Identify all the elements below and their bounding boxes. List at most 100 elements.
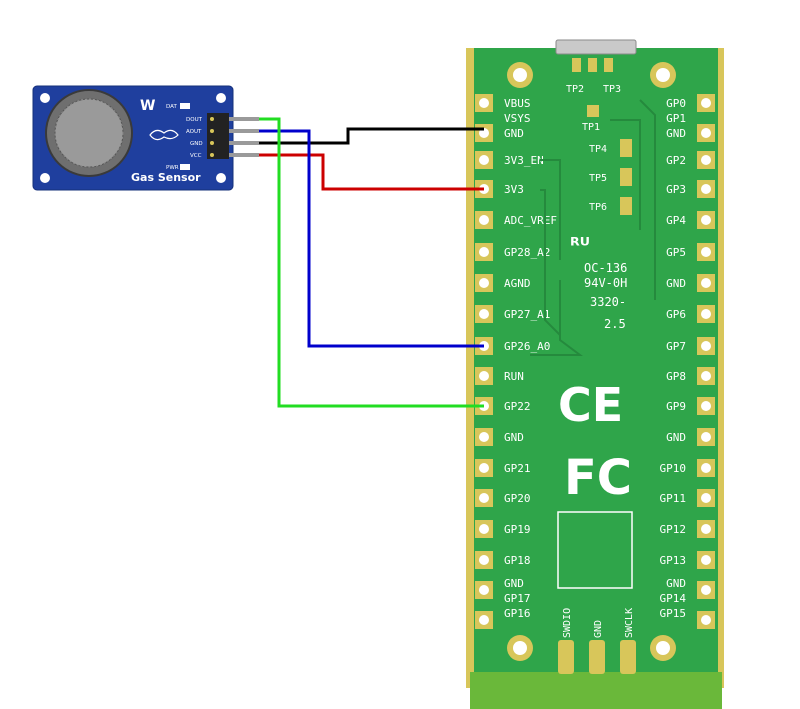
pin-label-left: GP18 [504, 554, 531, 567]
brand-logo-icon: W [140, 98, 155, 114]
pin-label-right: GP3 [666, 183, 686, 196]
right-pin-pad [697, 337, 715, 355]
pin-label-right: GP9 [666, 400, 686, 413]
pin-label-left: GP26_A0 [504, 340, 550, 353]
gas-sensor-module: W Gas Sensor DAT PWR DOUT AOUT GND VCC [32, 85, 259, 191]
right-pin-pad [697, 243, 715, 261]
ce-mark: CE [558, 378, 623, 432]
swclk-label: SWCLK [624, 608, 635, 638]
tp3-label: TP3 [603, 84, 621, 95]
right-pin-pad [697, 611, 715, 629]
left-pin-pad [475, 489, 493, 507]
dout-pin-label: DOUT [186, 117, 203, 123]
marking-2: 94V-0H [584, 276, 627, 290]
pin-label-left: GND [504, 127, 524, 140]
tp5-label: TP5 [589, 173, 607, 184]
right-pin-pad [697, 94, 715, 112]
pin-label-left: GP22 [504, 400, 531, 413]
wire-vcc [259, 153, 484, 191]
right-pin-pad [697, 274, 715, 292]
tp1-label: TP1 [582, 122, 600, 133]
usb-connector [555, 39, 637, 55]
right-pin-pad [697, 211, 715, 229]
pin-label-left: GP17 [504, 592, 531, 605]
pin-label-right: GP1 [666, 112, 686, 125]
left-pin-pad [475, 305, 493, 323]
left-pin-pad [475, 611, 493, 629]
pin-label-right: GND [666, 431, 686, 444]
right-pin-pad [697, 489, 715, 507]
sensor-hole-tr [216, 93, 226, 103]
pwr-led [180, 164, 190, 170]
cloud-logo-icon [149, 129, 179, 141]
left-pin-pad [475, 94, 493, 112]
pin-header [207, 113, 229, 159]
fcc-mark: FC [564, 450, 632, 506]
right-pin-pad [697, 551, 715, 569]
right-pin-pad [697, 428, 715, 446]
pin-label-left: GP16 [504, 607, 531, 620]
swdio-label: SWDIO [562, 608, 573, 638]
pin-label-right: GP14 [660, 592, 687, 605]
pin-label-left: GND [504, 577, 524, 590]
pin-label-left: GP27_A1 [504, 308, 550, 321]
right-pin-pad [697, 180, 715, 198]
pin-label-right: GND [666, 277, 686, 290]
pin-label-left: GND [504, 431, 524, 444]
pin-label-right: GP6 [666, 308, 686, 321]
pcb-traces [530, 99, 656, 356]
pin-label-right: GP13 [660, 554, 687, 567]
pin-label-left: GP28_A2 [504, 246, 550, 259]
pin-label-right: GND [666, 577, 686, 590]
left-pin-labels: VBUSVSYSGND3V3_EN3V3ADC_VREFGP28_A2AGNDG… [504, 97, 557, 620]
right-pin-pad [697, 124, 715, 142]
tp4-label: TP4 [589, 144, 607, 155]
left-pin-pad [475, 211, 493, 229]
pin-label-left: GP21 [504, 462, 531, 475]
pin-label-left: ADC_VREF [504, 214, 557, 227]
right-pin-pad [697, 459, 715, 477]
left-pin-pad [475, 520, 493, 538]
marking-4: 2.5 [604, 317, 626, 331]
wire-gnd [259, 127, 484, 145]
pin-label-right: GP10 [660, 462, 687, 475]
wires [259, 117, 484, 408]
left-pin-pad [475, 151, 493, 169]
pin-label-right: GP4 [666, 214, 686, 227]
left-pin-pad [475, 367, 493, 385]
left-pin-pad [475, 428, 493, 446]
wire-dout [259, 117, 484, 408]
pin-label-right: GP0 [666, 97, 686, 110]
right-pin-pad [697, 151, 715, 169]
debug-gnd-label: GND [593, 620, 604, 638]
pin-label-right: GP8 [666, 370, 686, 383]
right-pin-pad [697, 520, 715, 538]
pin-label-left: 3V3 [504, 183, 524, 196]
pin-label-right: GP15 [660, 607, 687, 620]
pin-label-left: VBUS [504, 97, 531, 110]
vcc-pin-label: VCC [190, 153, 202, 159]
pin-label-right: GP5 [666, 246, 686, 259]
right-pin-labels: GP0GP1GNDGP2GP3GP4GP5GNDGP6GP7GP8GP9GNDG… [660, 97, 687, 620]
left-pin-pad [475, 124, 493, 142]
left-pin-pad [475, 459, 493, 477]
sensor-title: Gas Sensor [131, 171, 201, 184]
pin-label-left: VSYS [504, 112, 531, 125]
marking-1: OC-136 [584, 261, 627, 275]
pin-label-left: GP20 [504, 492, 531, 505]
sensor-mesh [54, 98, 124, 168]
pin-label-right: GP12 [660, 523, 687, 536]
left-pin-pad [475, 551, 493, 569]
left-pin-pad [475, 243, 493, 261]
left-pin-pad [475, 581, 493, 599]
pin-label-right: GP2 [666, 154, 686, 167]
wire-aout [259, 129, 484, 348]
test-points: TP2 TP3 TP1 TP4 TP5 TP6 [566, 84, 632, 215]
board-bottom [470, 672, 722, 709]
tp6-label: TP6 [589, 202, 607, 213]
pwr-indicator-label: PWR [166, 165, 179, 171]
right-pin-pad [697, 581, 715, 599]
pico-board: VBUSVSYSGND3V3_EN3V3ADC_VREFGP28_A2AGNDG… [466, 39, 724, 709]
debug-pins: SWDIO GND SWCLK [558, 608, 636, 674]
